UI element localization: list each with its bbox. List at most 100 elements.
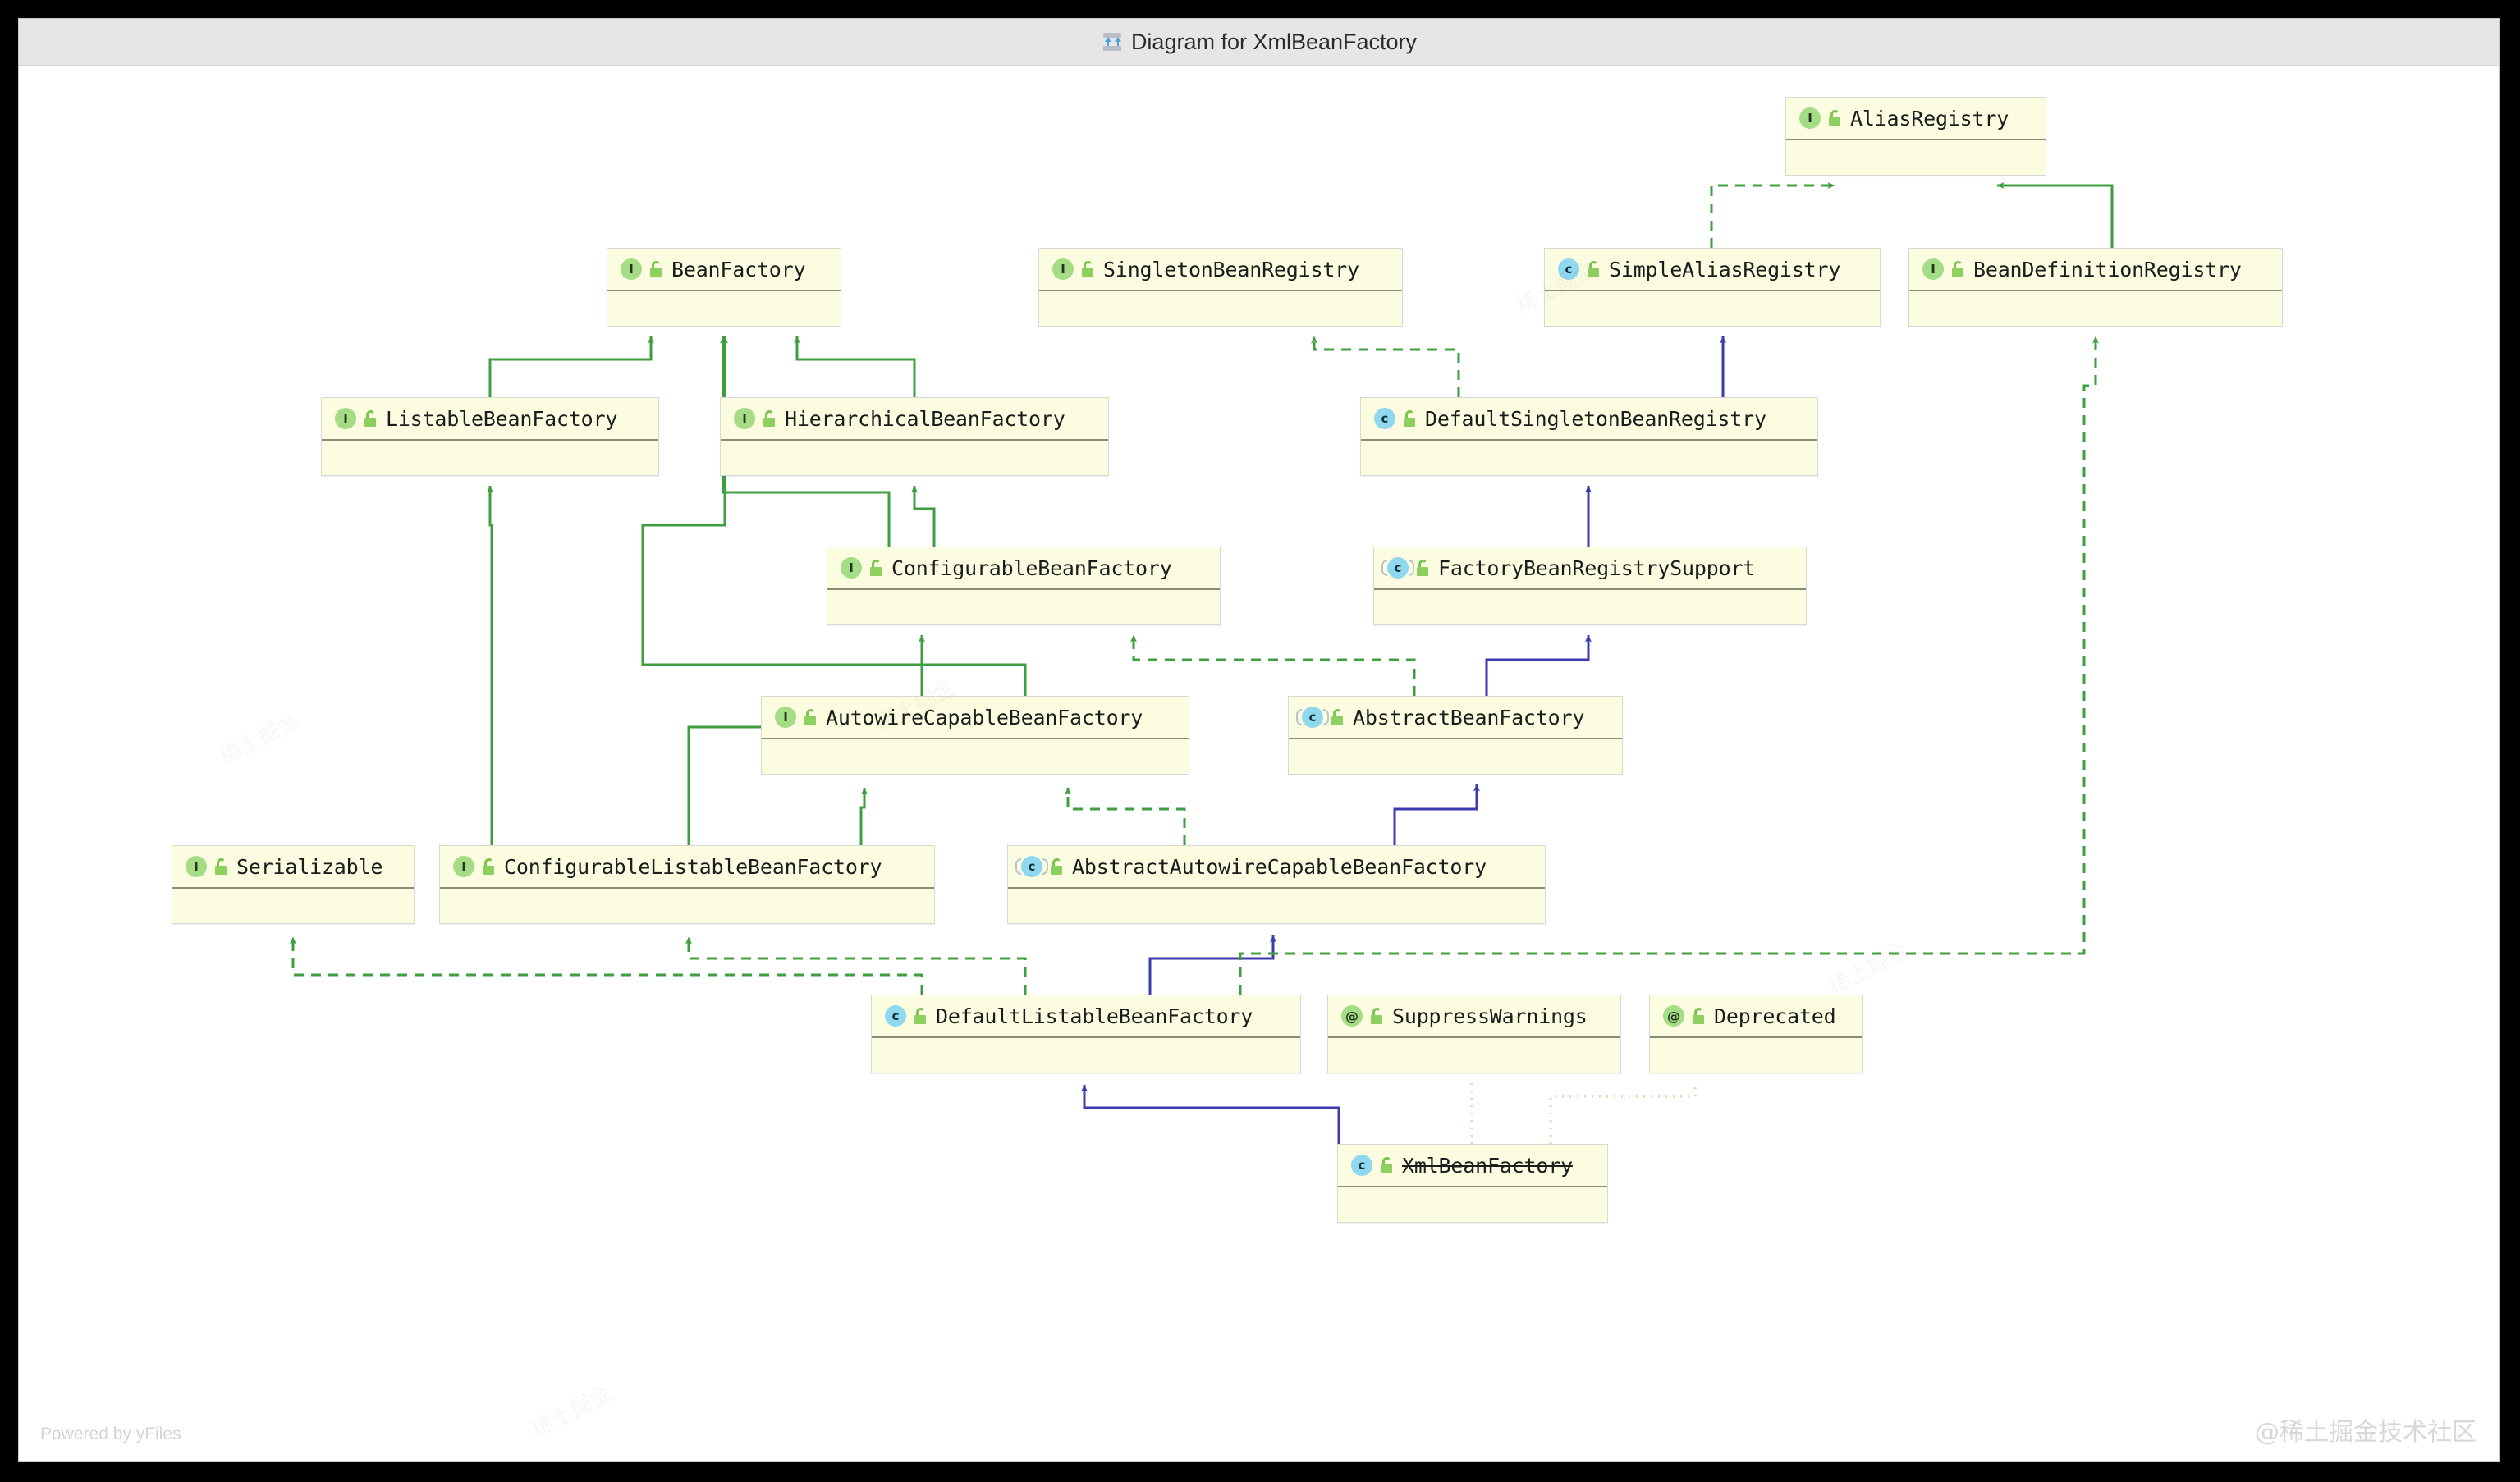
- interface-icon: I: [1799, 107, 1821, 129]
- class-node-header: c SimpleAliasRegistry: [1545, 249, 1880, 291]
- class-node[interactable]: I ListableBeanFactory: [321, 397, 659, 476]
- interface-icon: I: [775, 707, 796, 728]
- class-node-label: BeanFactory: [671, 257, 806, 281]
- interface-icon: I: [453, 856, 474, 877]
- class-node-members: [721, 441, 1108, 477]
- class-node[interactable]: I HierarchicalBeanFactory: [720, 397, 1109, 476]
- class-node[interactable]: c SimpleAliasRegistry: [1544, 248, 1881, 327]
- class-node-label: SingletonBeanRegistry: [1103, 257, 1359, 281]
- class-node-header: I HierarchicalBeanFactory: [721, 398, 1108, 441]
- class-node-header: @SuppressWarnings: [1328, 995, 1620, 1038]
- interface-icon: I: [734, 408, 755, 429]
- unlock-icon: [763, 410, 777, 427]
- class-node-members: [762, 739, 1189, 775]
- diagram-icon: [1102, 33, 1123, 51]
- class-node-members: [1338, 1187, 1607, 1224]
- class-node-header: c DefaultListableBeanFactory: [872, 995, 1300, 1038]
- edge-generalization: [1996, 182, 2114, 248]
- class-node[interactable]: c DefaultListableBeanFactory: [871, 995, 1301, 1073]
- watermark: 稀土掘金: [213, 704, 303, 771]
- class-node-members: [872, 1038, 1300, 1074]
- class-node-members: [172, 889, 414, 925]
- class-node-label: HierarchicalBeanFactory: [785, 406, 1065, 431]
- unlock-icon: [804, 709, 818, 725]
- class-node-label: Serializable: [236, 854, 383, 879]
- edge-realization: [1311, 336, 1460, 397]
- class-node-members: [322, 441, 658, 477]
- unlock-icon: [364, 410, 378, 427]
- unlock-icon: [1587, 261, 1601, 277]
- edge-generalization: [911, 485, 936, 547]
- class-node-header: @Deprecated: [1650, 995, 1862, 1038]
- class-node[interactable]: I SingletonBeanRegistry: [1038, 248, 1403, 327]
- class-icon: c: [1374, 408, 1395, 429]
- unlock-icon: [1370, 1008, 1385, 1024]
- class-node[interactable]: @SuppressWarnings: [1327, 995, 1621, 1073]
- unlock-icon: [1380, 1157, 1395, 1173]
- class-node-members: [1328, 1038, 1620, 1074]
- class-node-members: [440, 889, 934, 925]
- class-node[interactable]: I BeanFactory: [607, 248, 841, 327]
- class-node[interactable]: c FactoryBeanRegistrySupport: [1373, 547, 1807, 625]
- class-node-label: ListableBeanFactory: [386, 406, 618, 431]
- edge-generalization: [859, 787, 868, 845]
- class-node[interactable]: c AbstractAutowireCapableBeanFactory: [1007, 845, 1546, 924]
- yfiles-credit: Powered by yFiles: [40, 1425, 181, 1443]
- class-node-label: AbstractBeanFactory: [1353, 705, 1585, 730]
- unlock-icon: [1828, 110, 1843, 126]
- class-node-members: [1650, 1038, 1862, 1074]
- edge-realization: [1130, 634, 1416, 696]
- abstract-class-icon: c: [1381, 557, 1414, 579]
- class-node-members: [1039, 291, 1402, 327]
- unlock-icon: [914, 1008, 928, 1024]
- class-icon: c: [885, 1005, 906, 1027]
- class-node[interactable]: I ConfigurableListableBeanFactory: [439, 845, 935, 924]
- unlock-icon: [482, 858, 497, 875]
- edge-inheritance: [1148, 935, 1276, 995]
- class-node[interactable]: @Deprecated: [1649, 995, 1863, 1073]
- edge-generalization: [487, 485, 493, 845]
- edge-generalization: [794, 336, 916, 397]
- interface-icon: I: [1052, 258, 1074, 280]
- interface-icon: I: [335, 408, 356, 429]
- unlock-icon: [869, 560, 884, 576]
- unlock-icon: [1416, 560, 1431, 576]
- class-icon: c: [1558, 258, 1579, 280]
- class-node[interactable]: c AbstractBeanFactory: [1288, 696, 1623, 775]
- class-node-label: FactoryBeanRegistrySupport: [1438, 556, 1756, 580]
- class-node-label: AbstractAutowireCapableBeanFactory: [1072, 854, 1487, 879]
- class-node-header: I BeanFactory: [607, 249, 841, 291]
- class-node-label: Deprecated: [1714, 1004, 1836, 1028]
- class-node-label: BeanDefinitionRegistry: [1973, 257, 2242, 281]
- page-title: Diagram for XmlBeanFactory: [1130, 29, 1418, 54]
- class-node-members: [1545, 291, 1880, 327]
- abstract-class-icon: c: [1296, 707, 1329, 728]
- unlock-icon: [649, 261, 664, 277]
- edge-generalization: [488, 336, 654, 397]
- edge-inheritance: [1081, 1084, 1340, 1144]
- interface-icon: I: [621, 258, 642, 280]
- abstract-class-icon: c: [1015, 856, 1048, 877]
- class-node-label: XmlBeanFactory: [1402, 1153, 1573, 1178]
- unlock-icon: [1331, 709, 1345, 725]
- edge-annotation: [1549, 1083, 1697, 1144]
- unlock-icon: [1692, 1008, 1707, 1024]
- class-node-members: [1786, 140, 2046, 176]
- class-node-label: SimpleAliasRegistry: [1609, 257, 1841, 281]
- class-node-label: DefaultListableBeanFactory: [936, 1004, 1253, 1028]
- class-node-members: [1909, 291, 2282, 327]
- class-node-label: ConfigurableListableBeanFactory: [504, 854, 882, 879]
